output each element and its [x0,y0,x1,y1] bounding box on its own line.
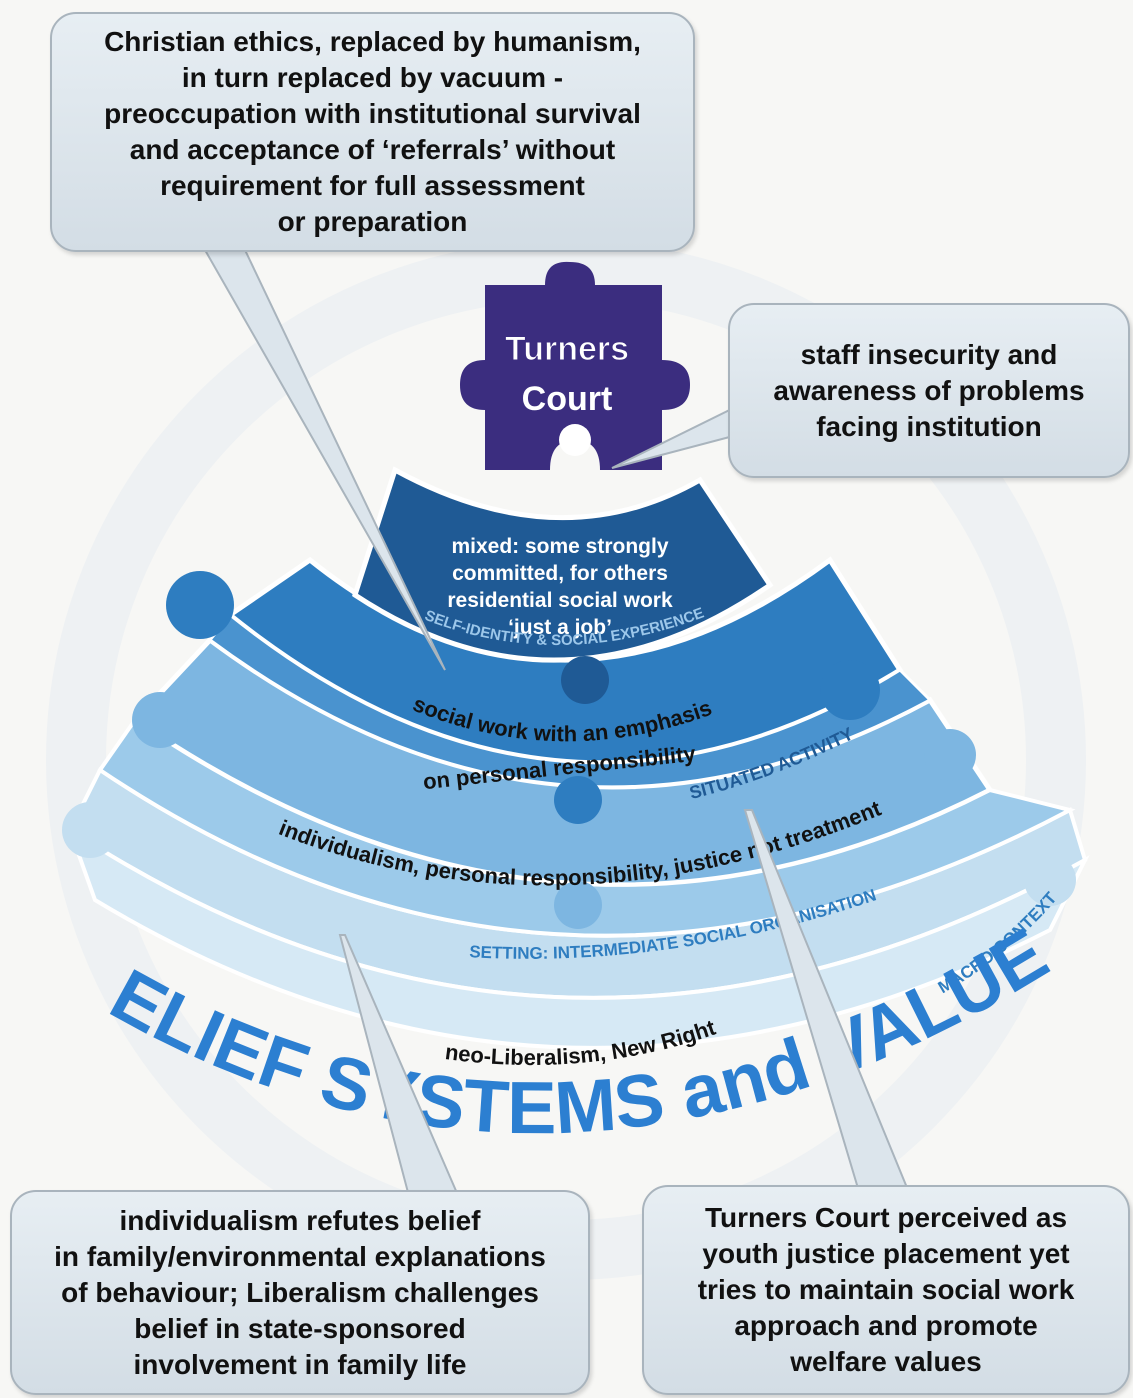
self-identity-line1: mixed: some strongly [451,535,668,558]
puzzle-knob [132,692,188,748]
puzzle-knob [820,660,880,720]
callout-right: staff insecurity and awareness of proble… [728,303,1130,478]
self-identity-line3: residential social work [447,589,673,612]
self-identity-line4: ‘just a job’ [508,616,612,639]
callout-top-left: Christian ethics, replaced by humanism, … [50,12,695,252]
puzzle-knob [166,571,234,639]
puzzle-knob [554,881,602,929]
puzzle-knob [554,776,602,824]
puzzle-knob [561,656,609,704]
callout-bottom-right-text: Turners Court perceived as youth justice… [697,1202,1075,1377]
center-label-line1: Turners [505,330,629,368]
center-label-line2: Court [522,380,613,418]
self-identity-band [352,466,774,663]
puzzle-knob [1024,854,1076,906]
situated-activity-lower [207,612,933,789]
callout-bottom-right: Turners Court perceived as youth justice… [642,1185,1130,1395]
puzzle-knob [62,802,118,858]
callout-bottom-left: individualism refutes belief in family/e… [10,1190,590,1395]
puzzle-notch [559,424,591,456]
self-identity-line2: committed, for others [452,562,668,585]
center-puzzle-piece [460,261,690,470]
callout-right-text: staff insecurity and awareness of proble… [773,338,1085,442]
puzzle-knob [924,729,976,781]
callout-top-left-text: Christian ethics, replaced by humanism, … [104,26,641,237]
callout-bottom-left-text: individualism refutes belief in family/e… [54,1204,546,1380]
setting-band-lower [97,717,1076,938]
